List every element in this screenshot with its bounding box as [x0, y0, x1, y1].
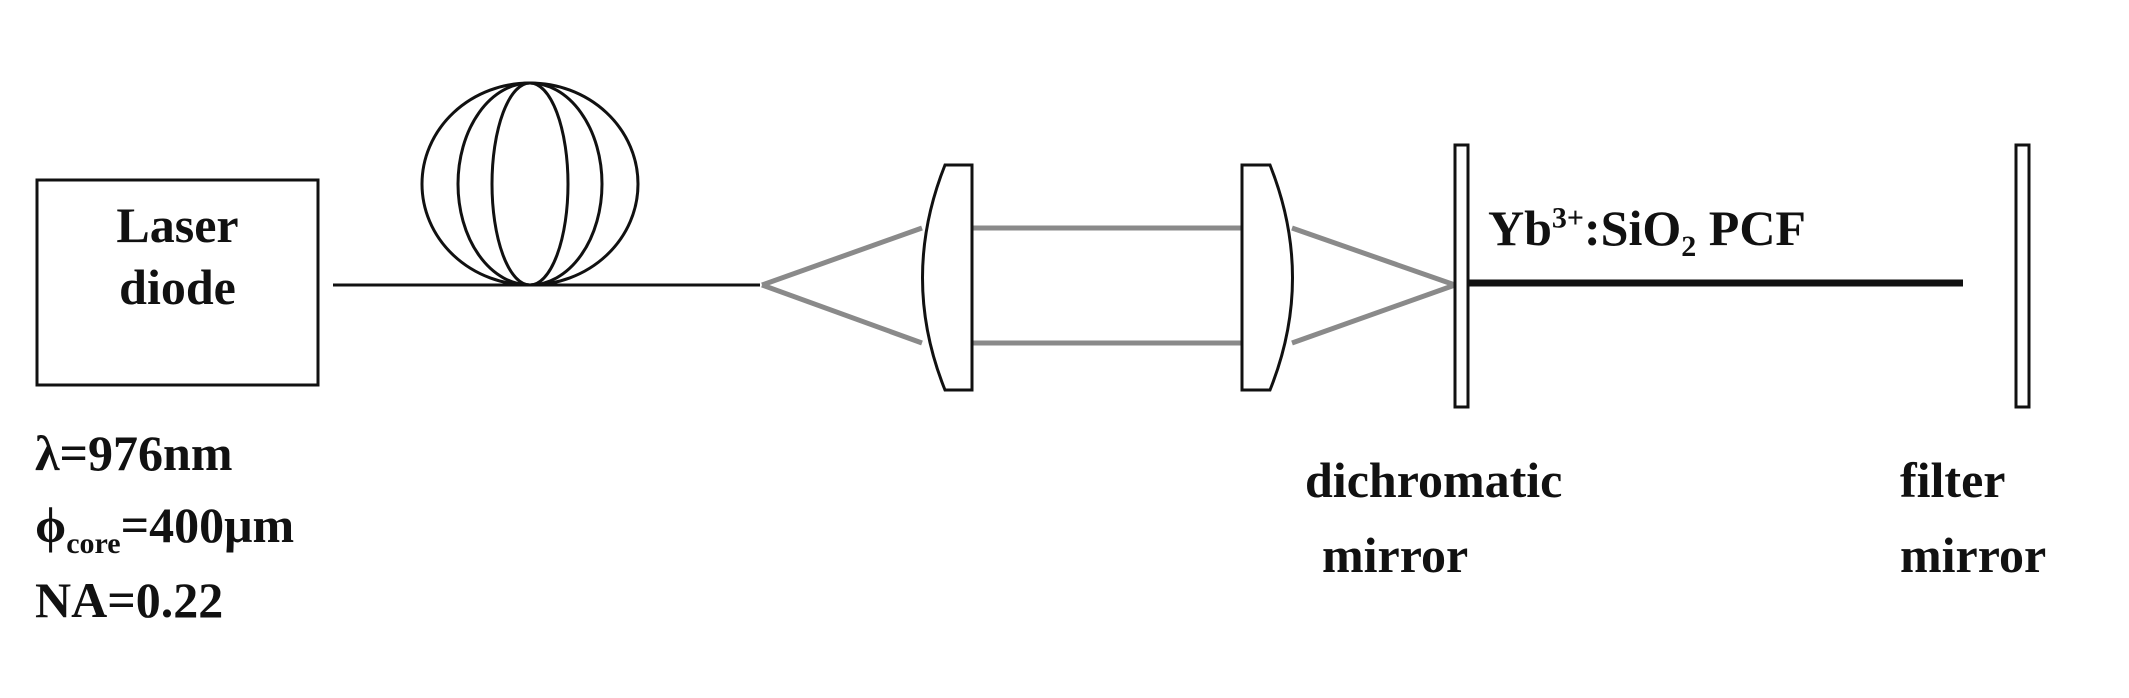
- filter-mirror-label-line2: mirror: [1900, 527, 2047, 583]
- pcf-label-suffix: PCF: [1696, 200, 1806, 256]
- dichromatic-mirror-label-line2: mirror: [1322, 527, 1469, 583]
- pcf-label: Yb3+:SiO2 PCF: [1488, 200, 1806, 262]
- dichromatic-mirror: [1453, 143, 1470, 409]
- wavelength-spec: λ=976nm: [35, 425, 233, 481]
- laser-diode-label: Laser diode: [37, 200, 318, 312]
- laser-diode-box: [35, 178, 320, 387]
- focusing-lens: [1240, 163, 1294, 392]
- pcf-label-subscript: 2: [1681, 230, 1697, 263]
- collimating-lens: [921, 163, 974, 392]
- core-subscript: core: [66, 527, 121, 560]
- pump-beam: [761, 225, 1456, 346]
- filter-mirror: [2014, 143, 2031, 409]
- core-value: =400μm: [120, 497, 295, 553]
- laser-diode-label-line2: diode: [119, 259, 236, 315]
- dichromatic-mirror-label-line1: dichromatic: [1305, 452, 1563, 508]
- filter-mirror-label-line1: filter: [1900, 452, 2006, 508]
- numerical-aperture-spec: NA=0.22: [35, 572, 224, 628]
- laser-diode-label-line1: Laser: [116, 197, 239, 253]
- core-diameter-spec: ϕcore=400μm: [35, 497, 295, 559]
- fiber-coil: [420, 81, 640, 287]
- core-symbol: ϕ: [35, 497, 67, 553]
- pcf-label-middle: :SiO: [1584, 200, 1682, 256]
- pcf-label-superscript: 3+: [1551, 201, 1585, 235]
- pcf-label-prefix: Yb: [1488, 200, 1552, 256]
